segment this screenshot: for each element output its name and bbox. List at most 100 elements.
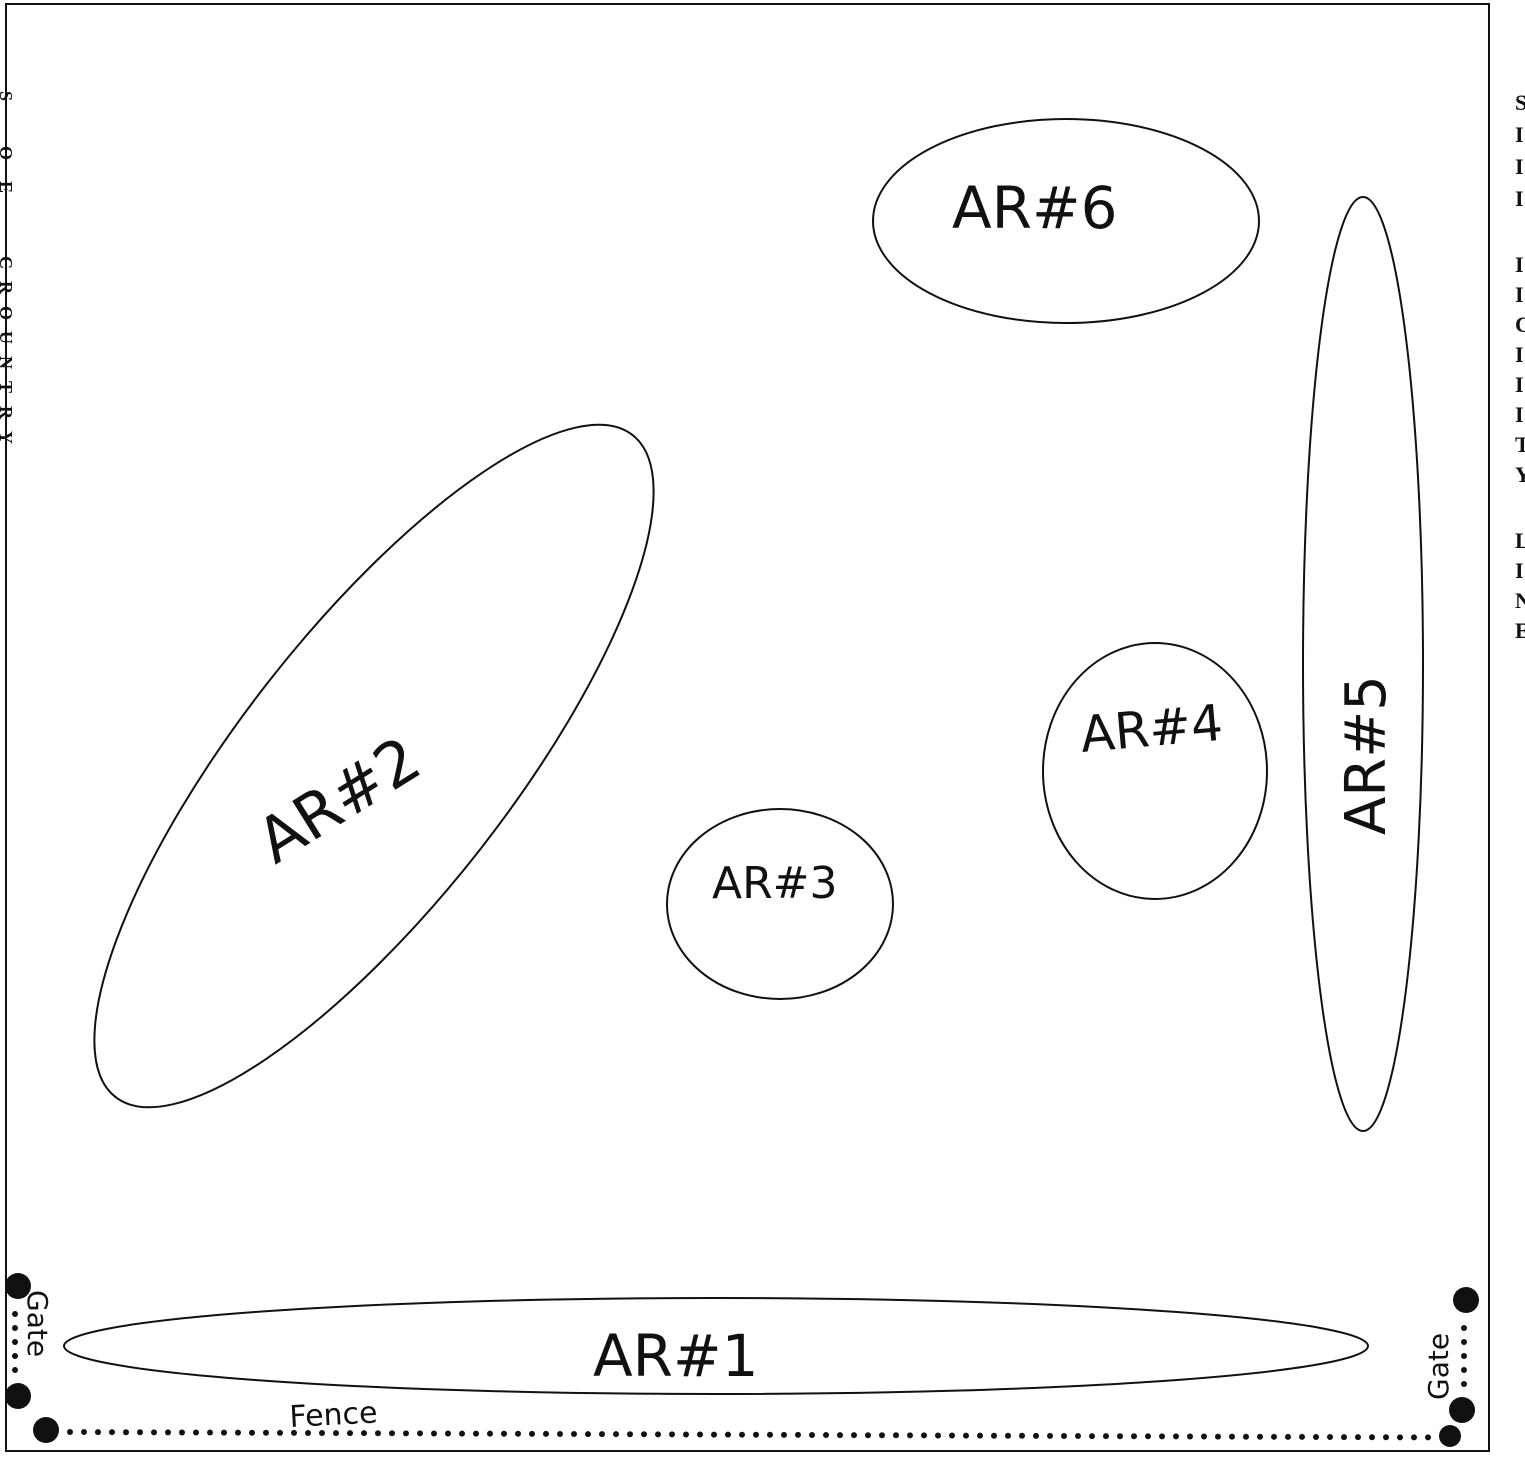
left-letter: S — [0, 91, 16, 101]
fence-dot — [977, 1432, 983, 1439]
gate-post — [5, 1383, 31, 1409]
gate-dot — [1461, 1339, 1467, 1345]
fence-dot — [823, 1432, 829, 1439]
fence-dot — [305, 1429, 311, 1436]
gate-post — [5, 1273, 31, 1299]
left-letter: R — [0, 406, 16, 420]
right-letter: Y — [1515, 462, 1525, 487]
left-letter: C — [0, 256, 16, 269]
left-letter: Y — [0, 431, 16, 444]
right-letter: S — [1515, 90, 1525, 115]
fence-label: Fence — [289, 1395, 379, 1435]
fence-dot — [207, 1429, 213, 1436]
gate-dot — [1461, 1325, 1467, 1331]
right-letter: I — [1515, 252, 1524, 277]
fence-dot — [487, 1430, 493, 1437]
fence-dot — [1271, 1433, 1277, 1440]
right-letter: I — [1515, 186, 1524, 211]
gate-dot — [12, 1339, 18, 1345]
fence-dot — [795, 1431, 801, 1438]
fence-dot — [277, 1429, 283, 1436]
fence-dot — [907, 1432, 913, 1439]
fence-dot — [879, 1432, 885, 1439]
left-letter: T — [0, 381, 16, 393]
fence-dot — [445, 1430, 451, 1437]
area-ar5: AR#5 — [1302, 196, 1424, 1132]
fence-dot — [403, 1430, 409, 1437]
fence-dot — [263, 1429, 269, 1436]
area-ar4-outline — [1042, 642, 1268, 900]
gate-dot — [1461, 1367, 1467, 1373]
fence-dot — [501, 1430, 507, 1437]
area-ar2-outline — [93, 423, 655, 1109]
fence-dot — [473, 1430, 479, 1437]
gate-post — [1449, 1397, 1475, 1423]
fence-dot — [347, 1430, 353, 1437]
fence-dot — [165, 1429, 171, 1436]
fence-dot — [1089, 1433, 1095, 1440]
fence-dot — [1341, 1434, 1347, 1441]
right-letter: I — [1515, 122, 1524, 147]
fence-dot — [1425, 1434, 1431, 1441]
fence-dot — [1215, 1433, 1221, 1440]
gate-dot — [12, 1353, 18, 1359]
fence-dot — [1159, 1433, 1165, 1440]
fence-dot — [1145, 1433, 1151, 1440]
area-ar5-outline — [1302, 196, 1424, 1132]
fence-dot — [109, 1429, 115, 1436]
fence-dot — [949, 1432, 955, 1439]
left-letter: E — [0, 181, 16, 193]
right-letter: T — [1515, 432, 1525, 457]
fence-dot — [1047, 1432, 1053, 1439]
fence-dot — [1397, 1434, 1403, 1441]
fence-post — [33, 1417, 59, 1443]
fence-dot — [585, 1431, 591, 1438]
area-ar1-label: AR#1 — [593, 1322, 758, 1390]
fence-dot — [137, 1429, 143, 1436]
fence: Fence — [33, 1395, 1461, 1447]
left-letter: O — [0, 306, 16, 320]
right-letter: I — [1515, 558, 1524, 583]
gate-post — [1453, 1287, 1479, 1313]
fence-dot — [1103, 1433, 1109, 1440]
fence-dot — [767, 1431, 773, 1438]
fence-dot — [375, 1430, 381, 1437]
fence-dot — [179, 1429, 185, 1436]
fence-dot — [431, 1430, 437, 1437]
fence-dot — [837, 1432, 843, 1439]
gate-dot — [12, 1325, 18, 1331]
fence-dot — [697, 1431, 703, 1438]
fence-dot — [963, 1432, 969, 1439]
fence-dot — [1369, 1434, 1375, 1441]
fence-dot — [1285, 1433, 1291, 1440]
fence-dot — [1187, 1433, 1193, 1440]
fence-dot — [809, 1431, 815, 1438]
left-letter: R — [0, 281, 16, 295]
fence-dot — [725, 1431, 731, 1438]
gate-right-label: Gate — [1422, 1333, 1455, 1400]
fence-dots — [67, 1429, 1431, 1441]
area-ar6: AR#6 — [872, 118, 1260, 324]
right-letter: I — [1515, 342, 1524, 367]
left-letter: O — [0, 146, 16, 160]
fence-dot — [1131, 1433, 1137, 1440]
fence-dot — [935, 1432, 941, 1439]
fence-dot — [529, 1430, 535, 1437]
fence-dot — [291, 1429, 297, 1436]
right-letter: L — [1515, 528, 1525, 553]
area-ar6-outline — [872, 118, 1260, 324]
fence-dot — [655, 1431, 661, 1438]
fence-dot — [151, 1429, 157, 1436]
fence-dot — [1243, 1433, 1249, 1440]
area-ar1: AR#1 — [63, 1297, 1369, 1395]
fence-dot — [613, 1431, 619, 1438]
fence-dot — [193, 1429, 199, 1436]
fence-dot — [921, 1432, 927, 1439]
gate-dot — [1461, 1381, 1467, 1387]
fence-dot — [543, 1430, 549, 1437]
left-letter: U — [0, 331, 16, 344]
area-ar3-label: AR#3 — [712, 858, 838, 909]
gate-dot — [1461, 1353, 1467, 1359]
fence-dot — [1033, 1432, 1039, 1439]
